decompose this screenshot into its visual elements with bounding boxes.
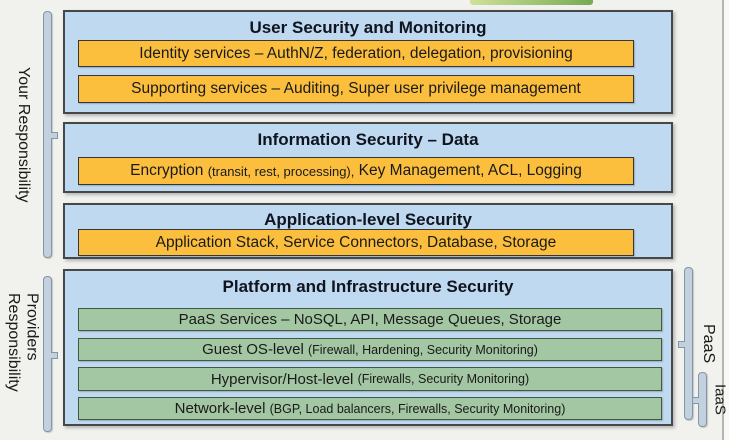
- bar-text: Identity services – AuthN/Z, federation,…: [139, 44, 573, 62]
- bar-text: Application Stack, Service Connectors, D…: [155, 233, 557, 251]
- green-ribbon-decoration: [470, 0, 593, 5]
- paas-bracket: [678, 267, 693, 420]
- providers-responsibility-bracket: [43, 276, 58, 432]
- box-title: Information Security – Data: [257, 130, 479, 149]
- your-responsibility-label: Your Responsibility: [6, 11, 40, 258]
- bar-application-stack: Application Stack, Service Connectors, D…: [78, 229, 634, 256]
- iaas-bracket: [692, 372, 707, 427]
- bar-hypervisor-host-level: Hypervisor/Host-level (Firewalls, Securi…: [78, 367, 662, 391]
- box-title: Platform and Infrastructure Security: [222, 277, 514, 296]
- box-application-level-security: Application-level Security Application S…: [63, 203, 673, 259]
- bar-identity-services: Identity services – AuthN/Z, federation,…: [78, 40, 634, 67]
- bar-encryption: Encryption (transit, rest, processing), …: [78, 157, 634, 185]
- iaas-text: IaaS: [711, 384, 729, 415]
- bar-text-small: (Firewalls, Security Monitoring): [357, 372, 530, 386]
- bar-text-small: (Firewall, Hardening, Security Monitorin…: [307, 342, 538, 357]
- bar-text: Guest OS-level: [202, 341, 308, 358]
- bar-supporting-services: Supporting services – Auditing, Super us…: [78, 75, 634, 103]
- bar-text: Hypervisor/Host-level: [210, 370, 358, 388]
- box-information-security-data: Information Security – Data Encryption (…: [63, 122, 673, 193]
- providers-responsibility-label: Providers Responsibility: [1, 277, 43, 432]
- bar-text-small: (transit, rest, processing),: [207, 163, 355, 179]
- bar-text: Supporting services – Auditing, Super us…: [131, 80, 581, 97]
- paas-label: PaaS: [693, 267, 723, 420]
- bar-network-level: Network-level (BGP, Load balancers, Fire…: [78, 397, 662, 420]
- bar-paas-services: PaaS Services – NoSQL, API, Message Queu…: [78, 308, 662, 331]
- bar-text: PaaS Services – NoSQL, API, Message Queu…: [178, 311, 562, 328]
- box-title: User Security and Monitoring: [249, 18, 487, 37]
- bar-text: Key Management, ACL, Logging: [354, 162, 582, 179]
- box-platform-infrastructure-security: Platform and Infrastructure Security Paa…: [63, 269, 673, 426]
- slide-right-edge: [722, 0, 729, 440]
- bar-text: Network-level: [174, 400, 270, 417]
- bar-text-small: (BGP, Load balancers, Firewalls, Securit…: [269, 401, 566, 416]
- iaas-label: IaaS: [708, 370, 729, 429]
- providers-responsibility-text: Providers Responsibility: [5, 293, 41, 392]
- paas-text: PaaS: [700, 323, 718, 364]
- bar-text: Encryption: [130, 162, 208, 179]
- bar-guest-os-level: Guest OS-level (Firewall, Hardening, Sec…: [78, 338, 662, 361]
- box-user-security-and-monitoring: User Security and Monitoring Identity se…: [63, 10, 673, 114]
- your-responsibility-text: Your Responsibility: [15, 66, 33, 203]
- box-title: Application-level Security: [264, 210, 472, 229]
- your-responsibility-bracket: [43, 11, 58, 258]
